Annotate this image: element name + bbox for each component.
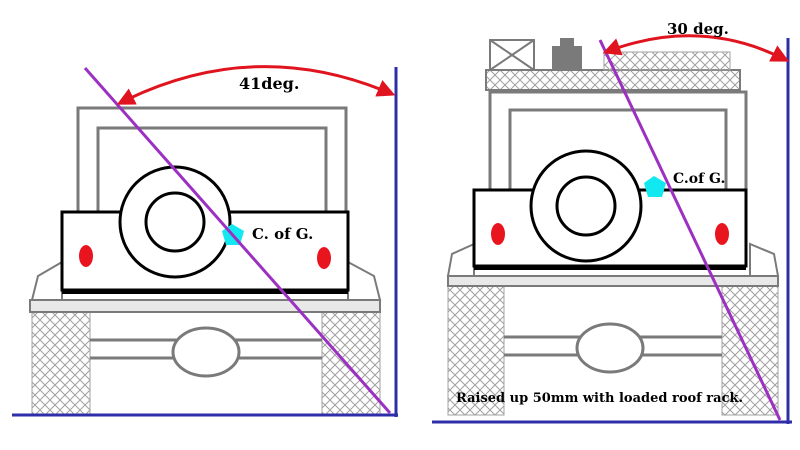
tail-light-icon	[79, 245, 93, 267]
left-bumper	[29, 299, 381, 313]
left-tilt-line	[83, 67, 392, 414]
spare-tyre-icon	[118, 165, 232, 279]
jerry-can-icon	[552, 38, 582, 70]
right-tilt-line	[598, 39, 782, 421]
roof-rack-icon	[485, 69, 741, 91]
right-angle-label: 30 deg.	[667, 20, 729, 38]
right-angle-arc	[602, 34, 790, 62]
left-roll-frame-inner	[96, 126, 328, 212]
cg-pentagon-icon	[644, 176, 666, 197]
right-cg-label: C.of G.	[673, 171, 725, 187]
right-roll-frame	[488, 90, 748, 190]
wheel-icon	[31, 309, 91, 416]
right-vehicle: C.of G.	[446, 38, 780, 416]
left-axle	[90, 326, 322, 378]
left-roll-frame	[76, 106, 348, 212]
left-angle-arc	[116, 65, 396, 105]
right-axle	[504, 322, 722, 374]
wheel-icon	[447, 284, 505, 416]
right-caption: Raised up 50mm with loaded roof rack.	[456, 391, 743, 406]
tail-light-icon	[715, 223, 729, 245]
spare-tyre-icon	[529, 149, 643, 263]
wheel-icon	[321, 309, 381, 416]
roof-load-icon	[603, 51, 731, 71]
left-vehicle: C. of G.	[29, 106, 382, 416]
left-angle-label: 41deg.	[239, 74, 299, 93]
right-roll-frame-inner	[508, 108, 728, 190]
crate-icon	[489, 39, 535, 71]
left-cg-label: C. of G.	[252, 225, 313, 243]
tail-light-icon	[317, 247, 331, 269]
tail-light-icon	[491, 223, 505, 245]
right-bumper	[447, 275, 779, 287]
